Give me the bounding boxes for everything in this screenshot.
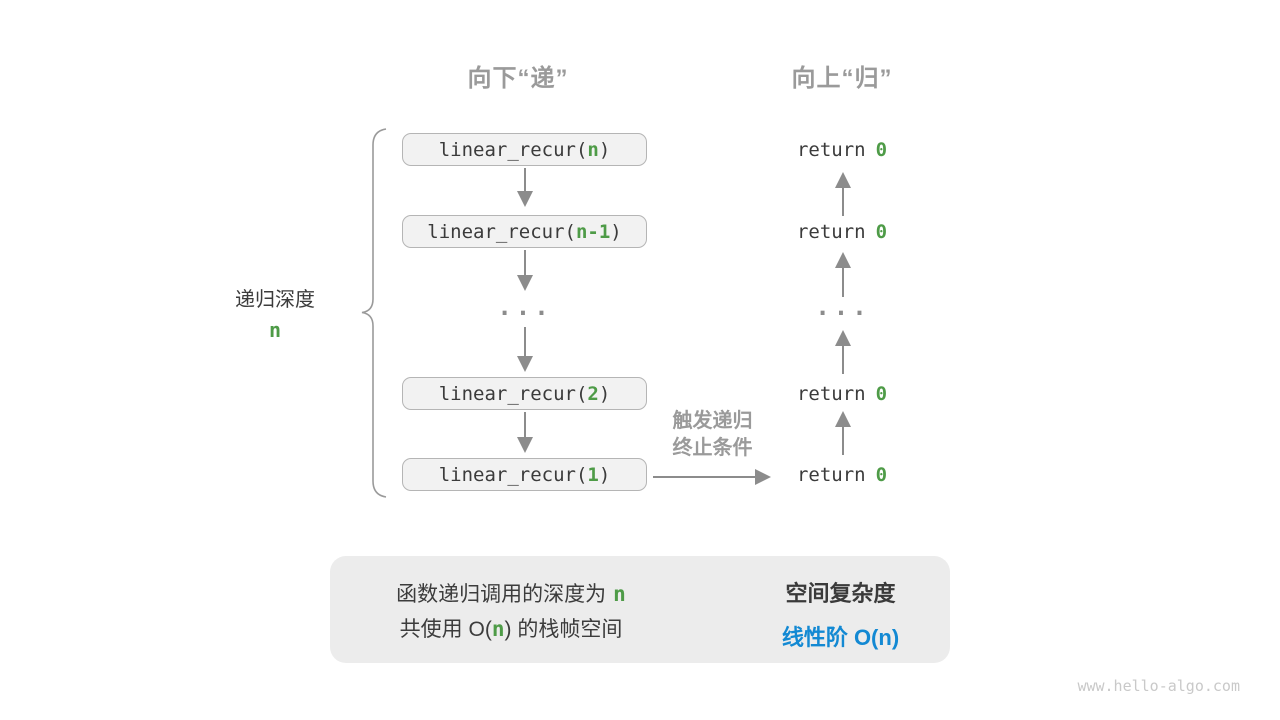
summary-space-line: 共使用 O(n) 的栈帧空间 [330, 612, 692, 647]
return-keyword: return [796, 383, 866, 405]
call-text: ) [610, 220, 622, 243]
call-arg: 1 [587, 463, 599, 486]
call-text: linear_recur( [438, 138, 588, 161]
call-text: linear_recur( [438, 382, 588, 405]
return-keyword: return [796, 139, 866, 161]
call-box-n: linear_recur(n) [402, 133, 647, 166]
header-return-up: 向上“归” [791, 65, 893, 92]
return-value: 0 [875, 139, 888, 161]
call-box-1: linear_recur(1) [402, 458, 647, 491]
return-row: return 0 [762, 221, 922, 243]
return-row: return 0 [762, 383, 922, 405]
return-row: return 0 [762, 464, 922, 486]
summary-depth-value: n [613, 582, 626, 606]
summary-space-value: n [491, 617, 505, 641]
return-row: return 0 [762, 139, 922, 161]
return-ellipsis: ... [815, 293, 871, 321]
call-text: ) [598, 382, 611, 405]
call-text: linear_recur( [427, 220, 576, 243]
space-complexity-title: 空间复杂度 [785, 581, 896, 606]
call-text: ) [598, 138, 611, 161]
call-arg: n [587, 138, 599, 161]
return-value: 0 [875, 221, 888, 243]
call-text: linear_recur( [438, 463, 588, 486]
summary-depth-text: 函数递归调用的深度为 [396, 583, 607, 606]
summary-depth-line: 函数递归调用的深度为 n [330, 577, 692, 612]
summary-space-post: ) 的栈帧空间 [504, 618, 623, 641]
return-value: 0 [875, 383, 888, 405]
stack-ellipsis: ... [497, 293, 553, 321]
call-arg: n-1 [575, 220, 611, 243]
call-box-2: linear_recur(2) [402, 377, 647, 410]
call-box-n-1: linear_recur(n-1) [402, 215, 647, 248]
return-keyword: return [796, 464, 866, 486]
depth-label: 递归深度 [235, 289, 315, 311]
return-value: 0 [875, 464, 888, 486]
space-complexity-value: 线性阶 O(n) [781, 625, 900, 650]
header-recurse-down: 向下“递” [467, 65, 569, 92]
summary-box [330, 556, 950, 663]
terminate-condition-label: 触发递归 终止条件 [650, 408, 775, 462]
watermark: www.hello-algo.com [1077, 677, 1240, 695]
terminate-line1: 触发递归 [672, 410, 753, 432]
depth-value: n [268, 318, 282, 342]
call-arg: 2 [587, 382, 599, 405]
depth-brace [361, 128, 387, 498]
terminate-line2: 终止条件 [672, 437, 753, 459]
summary-space-pre: 共使用 O( [399, 618, 492, 641]
call-text: ) [598, 463, 611, 486]
return-keyword: return [796, 221, 866, 243]
summary-right-text: 空间复杂度 线性阶 O(n) [738, 576, 943, 652]
